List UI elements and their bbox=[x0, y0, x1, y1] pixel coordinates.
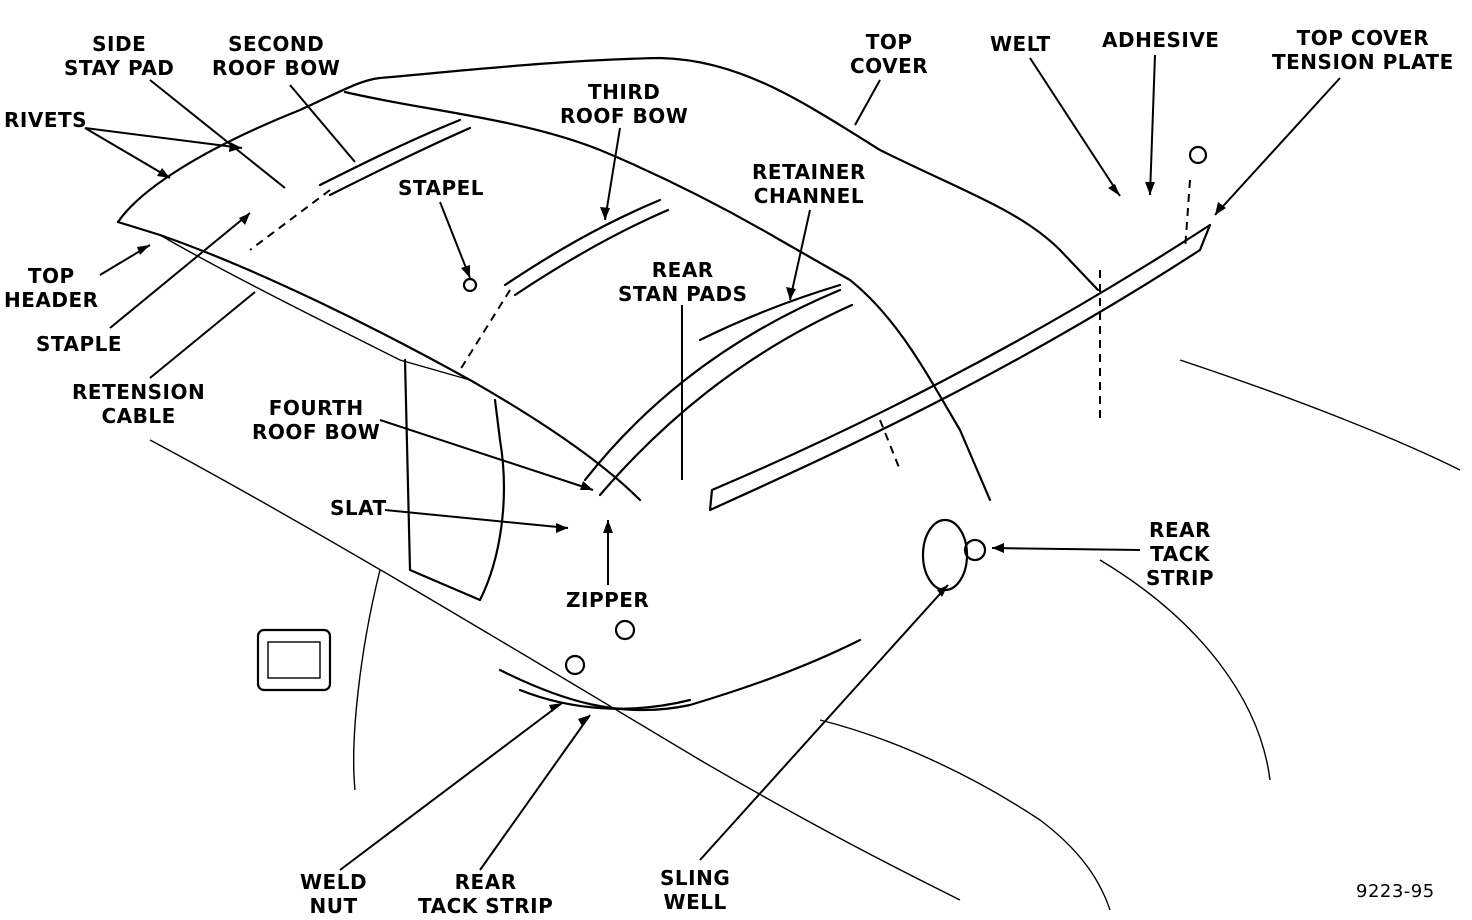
deck-line bbox=[819, 719, 1111, 911]
label-stapel: STAPEL bbox=[398, 176, 485, 200]
label-adhesive: ADHESIVE bbox=[1102, 28, 1220, 52]
top-cover-rear-drape bbox=[848, 278, 992, 502]
windshield-frame bbox=[159, 234, 471, 381]
rear-crossbar bbox=[708, 223, 1212, 512]
rear-quarter bbox=[498, 638, 862, 712]
figure-id: 9223-95 bbox=[1356, 881, 1435, 902]
body-side-line bbox=[353, 569, 381, 791]
top-cover-ridge bbox=[343, 90, 852, 282]
retainer-channel bbox=[698, 283, 842, 342]
license-plate-inner bbox=[267, 641, 321, 679]
license-plate bbox=[256, 628, 332, 692]
top-cover-front-edge bbox=[116, 220, 642, 502]
second-roof-bow bbox=[318, 118, 472, 197]
arrow-heads bbox=[137, 142, 1226, 726]
label-welt: WELT bbox=[990, 32, 1051, 56]
rear-tack-strip-rail bbox=[518, 688, 692, 710]
leader-lines bbox=[84, 54, 1341, 871]
label-zipper: ZIPPER bbox=[566, 588, 650, 612]
rear-dashes bbox=[879, 179, 1191, 471]
sling-well-shape bbox=[921, 518, 969, 592]
fastener bbox=[963, 538, 987, 562]
side-window-frame bbox=[403, 358, 505, 602]
label-rivets: RIVETS bbox=[4, 108, 88, 132]
top-cover-outline bbox=[116, 56, 1100, 292]
fastener bbox=[462, 277, 478, 293]
fastener bbox=[1188, 145, 1208, 165]
fastener bbox=[614, 619, 636, 641]
staple-dashes bbox=[249, 189, 511, 371]
fourth-roof-bow bbox=[583, 288, 854, 497]
label-slat: SLAT bbox=[330, 496, 387, 520]
label-staple: STAPLE bbox=[36, 332, 123, 356]
body-lower-line bbox=[149, 439, 961, 901]
trunk-line bbox=[1099, 359, 1461, 781]
third-roof-bow bbox=[503, 198, 670, 297]
fastener bbox=[564, 654, 586, 676]
